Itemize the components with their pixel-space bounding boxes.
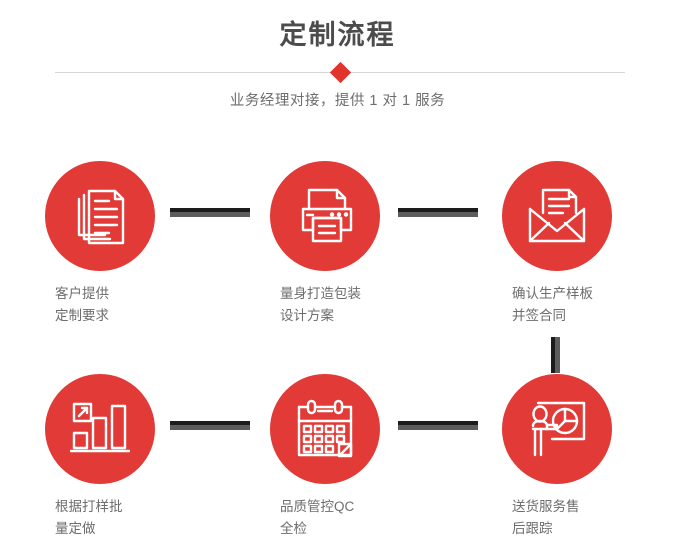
flow-step-2-label: 量身打造包装 设计方案	[280, 283, 440, 327]
flow-step-1-circle[interactable]	[45, 161, 155, 271]
flow-step-6-label: 送货服务售 后跟踪	[512, 496, 672, 540]
flow-step-3-circle[interactable]	[502, 161, 612, 271]
connector-bar-gray	[170, 425, 250, 430]
connector-step3-step6	[551, 337, 560, 373]
flow-step-2-label-line1: 量身打造包装	[280, 286, 361, 301]
envelope-document-icon	[525, 187, 589, 245]
connector-step4-step5	[170, 421, 250, 430]
connector-bar-gray	[170, 212, 250, 217]
flow-step-5-label: 品质管控QC 全检	[280, 496, 440, 540]
flow-step-5-label-line2: 全检	[280, 521, 307, 536]
flow-step-4-circle[interactable]	[45, 374, 155, 484]
flow-step-5-circle[interactable]	[270, 374, 380, 484]
flow-step-6-circle[interactable]	[502, 374, 612, 484]
header-section: 定制流程 业务经理对接，提供 1 对 1 服务	[0, 0, 675, 130]
connector-bar-gray	[555, 337, 560, 373]
flow-step-2-label-line2: 设计方案	[280, 308, 334, 323]
flow-step-3-label-line1: 确认生产样板	[512, 286, 593, 301]
flow-step-4-label-line1: 根据打样批	[55, 499, 123, 514]
calendar-check-icon	[294, 399, 356, 459]
flow-step-2-circle[interactable]	[270, 161, 380, 271]
connector-bar-dark	[170, 208, 250, 212]
flow-step-6-label-line2: 后跟踪	[512, 521, 553, 536]
connector-step5-step6	[398, 421, 478, 430]
connector-bar-gray	[398, 212, 478, 217]
flow-step-3-label: 确认生产样板 并签合同	[512, 283, 672, 327]
flow-step-5-label-line1: 品质管控QC	[280, 499, 355, 514]
printer-icon	[293, 185, 357, 247]
flow-step-3-label-line2: 并签合同	[512, 308, 566, 323]
flow-step-1-label-line1: 客户提供	[55, 286, 109, 301]
connector-step1-step2	[170, 208, 250, 217]
connector-step2-step3	[398, 208, 478, 217]
connector-bar-gray	[398, 425, 478, 430]
connector-bar-dark	[551, 337, 555, 373]
flow-step-4-label: 根据打样批 量定做	[55, 496, 215, 540]
bar-chart-growth-icon	[70, 400, 130, 458]
documents-stack-icon	[69, 185, 131, 247]
flow-step-1-label: 客户提供 定制要求	[55, 283, 215, 327]
page-title: 定制流程	[279, 20, 396, 50]
title-divider	[55, 61, 625, 84]
connector-bar-dark	[170, 421, 250, 425]
connector-bar-dark	[398, 208, 478, 212]
connector-bar-dark	[398, 421, 478, 425]
page-subtitle: 业务经理对接，提供 1 对 1 服务	[229, 93, 446, 109]
flow-step-1-label-line2: 定制要求	[55, 308, 109, 323]
presenter-pie-chart-icon	[526, 399, 588, 459]
flow-step-4-label-line2: 量定做	[55, 521, 96, 536]
flow-step-6-label-line1: 送货服务售	[512, 499, 580, 514]
